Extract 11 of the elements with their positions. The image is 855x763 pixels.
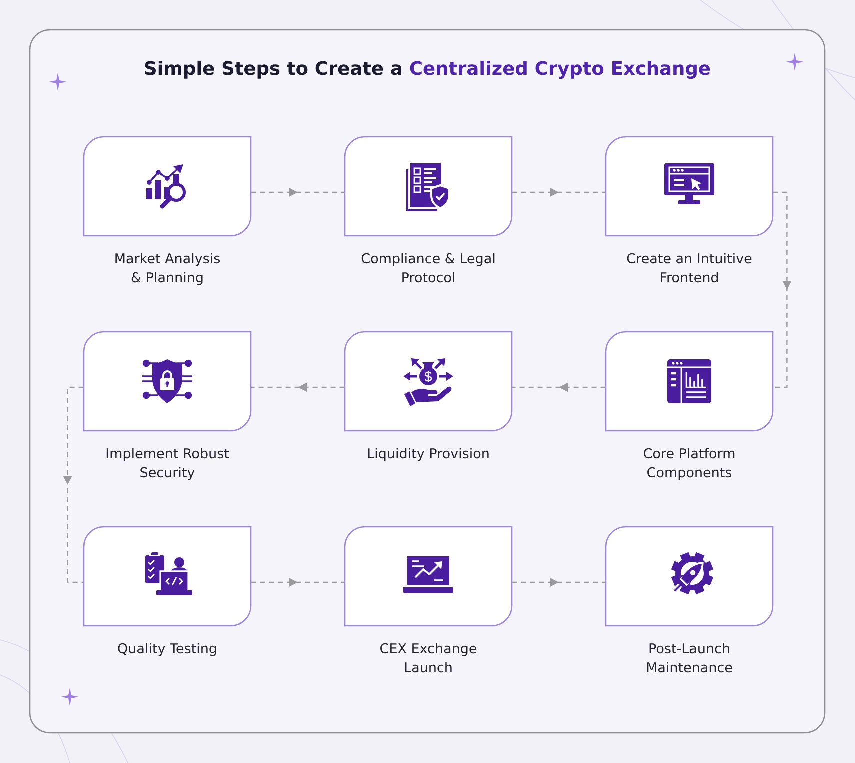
- dashed-arrow: [773, 192, 792, 388]
- step-label: CEX Exchange Launch: [380, 643, 477, 673]
- step-label: Post-Launch Maintenance: [647, 643, 732, 673]
- step-label: Core Platform Components: [644, 448, 735, 480]
- step-label: Create an Intuitive Frontend: [627, 253, 752, 283]
- step-label: Market Analysis & Planning: [116, 253, 220, 286]
- title: Simple Steps to Create a Centralized Crypto Exchange: [145, 60, 710, 80]
- step-label: Liquidity Provision: [368, 448, 489, 462]
- step-label: Quality Testing: [118, 643, 216, 656]
- step-label: Compliance & Legal Protocol: [362, 253, 495, 283]
- step-label: Implement Robust Security: [106, 448, 230, 480]
